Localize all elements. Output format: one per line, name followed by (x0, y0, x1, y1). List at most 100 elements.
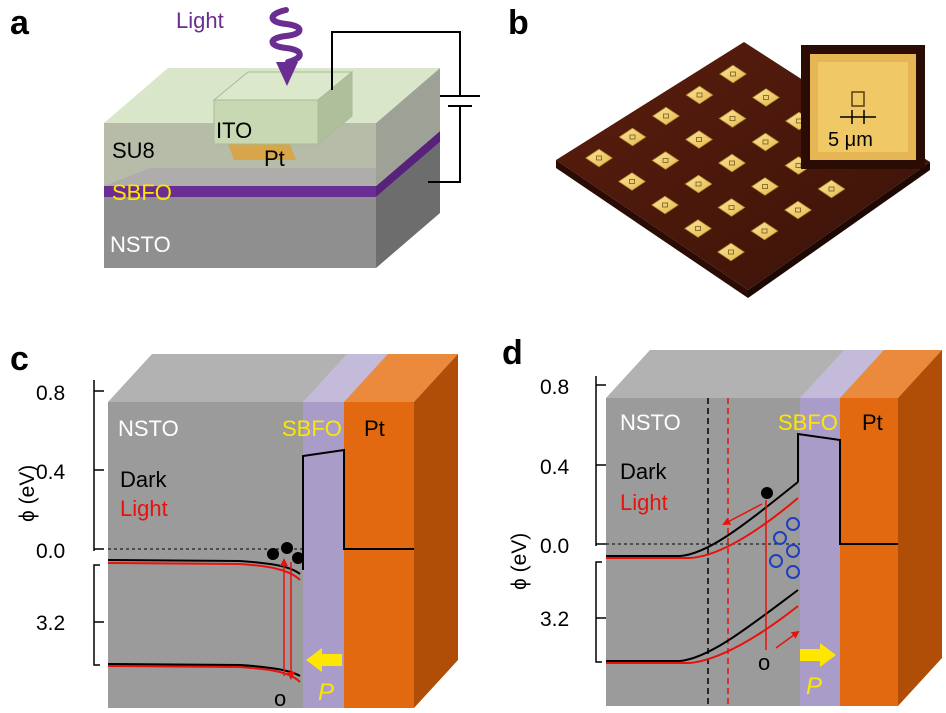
d-tick-label-32: 3.2 (540, 608, 569, 631)
electrode-pad (685, 130, 713, 149)
c-sbfo-top (303, 354, 388, 402)
electrode-pad (684, 219, 712, 238)
panel-letter-b: b (508, 4, 529, 42)
electrode-pad-contact (629, 134, 636, 140)
light-wave (269, 7, 303, 65)
electrode-pad-contact (763, 95, 769, 100)
pt-contact (228, 144, 296, 160)
electrode-pad-contact (729, 160, 735, 166)
wire-bottom (428, 106, 461, 183)
electrode-pad (784, 200, 812, 220)
d-dark-label: Dark (620, 459, 667, 484)
d-barrier-line (797, 432, 898, 545)
c-light-label: Light (120, 496, 168, 521)
d-hole-drift (775, 630, 800, 649)
d-nsto-label: NSTO (620, 410, 681, 435)
electrode-pad (717, 242, 745, 262)
electrode-pad (751, 132, 780, 152)
c-vb-dark (107, 663, 301, 677)
electrode-pad-contact (762, 184, 768, 189)
c-nsto-front (108, 402, 303, 708)
electrode-pad (719, 64, 747, 84)
d-gap-bracket (595, 561, 602, 663)
c-vb-light (107, 665, 301, 683)
panel-c: c 0.8 0.4 0.0 3.2 ϕ (eV) (10, 340, 458, 711)
electrode-pad (684, 174, 713, 194)
c-cb-light (107, 562, 301, 581)
c-electron (267, 548, 279, 560)
c-electron (281, 542, 293, 554)
d-light-label: Light (620, 490, 668, 515)
su8-label: SU8 (112, 138, 155, 163)
electrode-pad-contact (596, 155, 602, 161)
d-nsto-front (606, 398, 800, 706)
electrode-pad (652, 106, 680, 126)
light-label: Light (176, 8, 224, 33)
electrode-pad (717, 198, 746, 217)
d-polarization-arrow (800, 643, 836, 667)
electrode-pad (618, 127, 647, 147)
chip-edge (556, 160, 748, 298)
d-sbfo-label: SBFO (778, 410, 838, 435)
d-tick-label-04: 0.4 (540, 456, 570, 479)
electrode-pad (585, 148, 613, 168)
inset-contact (851, 91, 865, 107)
electrode-pad-contact (728, 249, 734, 255)
electrode-pad (651, 151, 680, 170)
electrode-pad-contact (795, 207, 801, 213)
sbfo-layer-side (376, 131, 440, 197)
wire-top (331, 31, 461, 96)
d-pt-front (840, 398, 898, 706)
electrode-pad-contact (662, 158, 669, 163)
c-tick-label-04: 0.4 (36, 461, 66, 484)
electrode-pad-contact (761, 228, 768, 234)
electrode-pad (718, 153, 746, 173)
pt-label: Pt (264, 146, 285, 171)
nsto-front (104, 197, 376, 268)
electrode-pad (752, 88, 780, 107)
d-pt-side (898, 350, 942, 706)
electrode-pad (750, 221, 779, 241)
ito-side (317, 70, 353, 146)
electrode-pad-contact (662, 202, 668, 208)
d-vb-dark (606, 589, 799, 662)
c-gap-bracket (93, 564, 100, 666)
d-sbfo-front (800, 398, 840, 706)
ito-label: ITO (216, 118, 252, 143)
d-polarization-label: P (806, 673, 822, 700)
c-sbfo-label: SBFO (282, 416, 342, 441)
c-barrier-line (302, 448, 414, 570)
c-pt-label: Pt (364, 416, 385, 441)
sbfo-label: SBFO (112, 180, 172, 205)
electrode-pad (817, 179, 846, 199)
electrode-pad (685, 85, 714, 105)
electrode-pad-contact (730, 71, 736, 77)
c-hole-label: o (274, 686, 286, 711)
panel-d: d 0.8 0.4 0.0 3.2 ϕ (eV) (502, 334, 942, 706)
su8-side (376, 68, 440, 186)
electrode-pad-contact (696, 92, 703, 98)
panel-a: a Light ITO SU8 Pt SBFO NSTO (10, 4, 480, 268)
electrode-pad-grid (585, 64, 846, 262)
electrode-pad-contact (728, 205, 735, 210)
c-cb-dark (107, 559, 301, 575)
electrode-pad-contact (762, 139, 769, 145)
electrode-pad-contact (663, 113, 669, 119)
c-polarization-arrow (306, 648, 342, 672)
d-cb-light (606, 497, 799, 559)
c-tick-label-32: 3.2 (36, 612, 65, 635)
c-polarization-label: P (318, 679, 334, 706)
c-dark-label: Dark (120, 467, 167, 492)
panel-b: b 5 μm (508, 4, 930, 298)
electrode-pad (718, 109, 747, 128)
d-y-axis-label: ϕ (eV) (508, 533, 531, 590)
c-pt-side (414, 354, 458, 708)
d-pt-top (840, 350, 942, 398)
nsto-side (376, 142, 440, 268)
nsto-label: NSTO (110, 232, 171, 257)
c-y-axis-label: ϕ (eV) (16, 465, 39, 522)
d-electron (761, 487, 773, 499)
sbfo-layer-front (104, 186, 376, 197)
light-arrow-head (276, 62, 298, 86)
d-pt-label: Pt (862, 410, 883, 435)
